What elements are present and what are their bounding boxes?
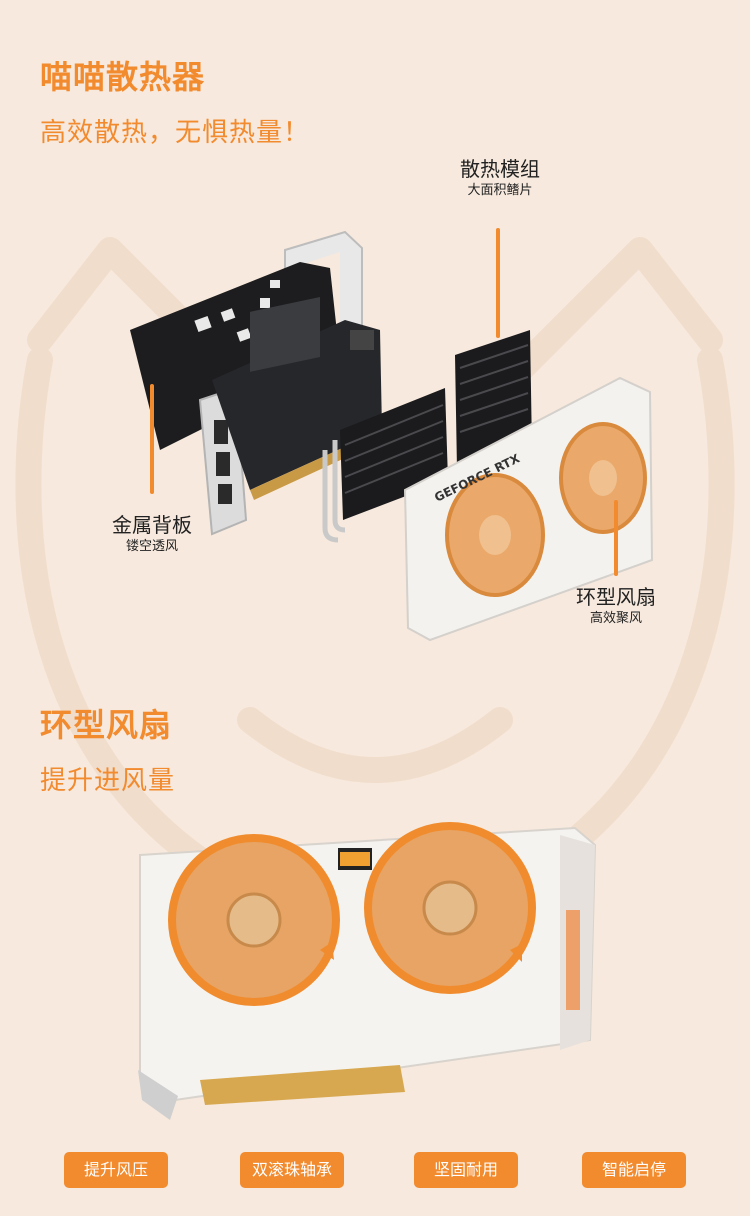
fan-leader-line	[614, 500, 618, 576]
fan-left	[445, 473, 545, 597]
heatsink-leader-line	[496, 228, 500, 338]
callout-fan-title: 环型风扇	[576, 585, 656, 609]
fan-shroud: GEFORCE RTX	[403, 376, 654, 642]
fan-right	[559, 422, 647, 534]
callout-backplate-title: 金属背板	[112, 513, 192, 537]
callout-heatsink-title: 散热模组	[460, 157, 540, 181]
backplate-leader-line	[150, 384, 154, 494]
feature-pill-smart-stop: 智能启停	[582, 1152, 686, 1188]
feature-pill-bearing: 双滚珠轴承	[240, 1152, 344, 1188]
feature-pill-pressure: 提升风压	[64, 1152, 168, 1188]
exploded-view-illustration: GEFORCE RTX	[130, 228, 654, 642]
callout-backplate-sub: 镂空透风	[125, 539, 178, 554]
callout-backplate: 金属背板 镂空透风	[92, 512, 212, 556]
callout-fan-sub: 高效聚风	[589, 611, 642, 626]
section-subtitle-fan: 提升进风量	[40, 766, 176, 796]
callout-fan: 环型风扇 高效聚风	[556, 584, 676, 628]
callout-heatsink-sub: 大面积鳍片	[467, 183, 533, 198]
side-accent-strip	[566, 910, 580, 1010]
callout-heatsink: 散热模组 大面积鳍片	[440, 156, 560, 200]
fan-left-large	[168, 834, 340, 1006]
section-title-fan: 环型风扇	[40, 706, 173, 744]
section-subtitle-cooler: 高效散热，无惧热量！	[40, 118, 311, 148]
feature-pill-durable: 坚固耐用	[414, 1152, 518, 1188]
fan-right-large	[364, 822, 536, 994]
section-title-cooler: 喵喵散热器	[40, 58, 206, 96]
graphics-card-illustration	[138, 822, 597, 1120]
